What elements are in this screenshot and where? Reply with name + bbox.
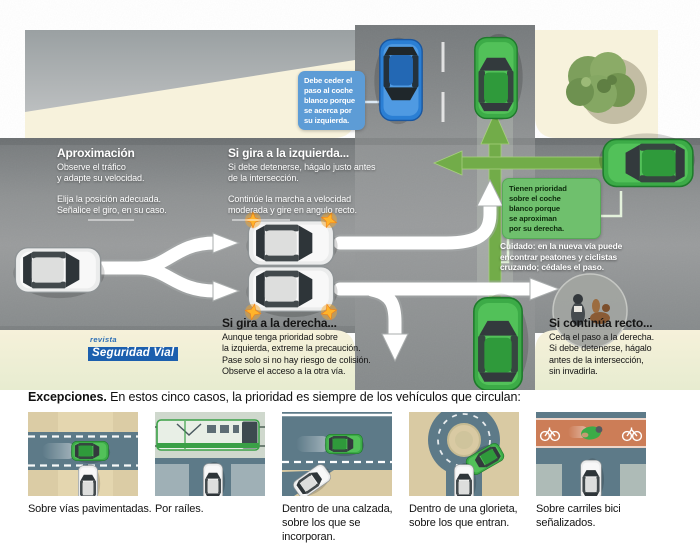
white-car <box>203 461 226 496</box>
rails-thumb <box>155 412 265 496</box>
right-turn-note: Si gira a la derecha... Aunque tenga pri… <box>222 316 374 377</box>
blue-car <box>374 37 423 125</box>
left-turn-title: Si gira a la izquierda... <box>228 146 350 160</box>
priority-arrow-up-head <box>480 111 510 145</box>
left-turn-line2: Continúe la marcha a velocidad moderada … <box>228 193 357 215</box>
pedestrians-crossing <box>552 273 628 349</box>
blue-callout: Debe ceder el paso al coche blanco porqu… <box>298 71 365 131</box>
priority-arrows <box>432 111 605 303</box>
cyclist <box>581 426 603 440</box>
paved-road-thumb <box>28 412 138 496</box>
straight-note: Si continúa recto... Ceda el paso a la d… <box>549 316 679 377</box>
magazine-logo-top: revista <box>90 335 117 344</box>
exceptions-heading-rest: En estos cinco casos, la prioridad es si… <box>106 390 521 404</box>
bike-lane-thumb <box>536 412 646 496</box>
tram <box>156 419 260 451</box>
approach-line1: Observe el tráfico y adapte su velocidad… <box>57 162 145 184</box>
left-turn-line1: Si debe detenerse, hágalo justo antes de… <box>228 162 376 184</box>
approach-title: Aproximación <box>57 146 135 160</box>
exception-caption: Dentro de una calzada, sobre los que se … <box>282 503 393 544</box>
exception-caption: Sobre vías pavimentadas. <box>28 503 152 515</box>
text-dividers <box>88 219 290 221</box>
straight-title: Si continúa recto... <box>549 316 653 330</box>
exception-item-roundabout: Dentro de una glorieta, sobre los que en… <box>409 412 519 544</box>
exception-item-rails: Por raíles. <box>155 412 265 544</box>
priority-arrow-left-head <box>432 150 463 176</box>
exception-caption: Sobre carriles bici señalizados. <box>536 503 621 530</box>
green-car-east <box>599 133 695 187</box>
left-turn-arrow <box>333 195 497 250</box>
right-turn-body: Aunque tenga prioridad sobre la izquierd… <box>222 332 371 376</box>
magazine-logo: revista Seguridad Vial <box>88 335 179 361</box>
caution-note: Cuidado: en la nueva vía puede encontrar… <box>500 241 623 273</box>
roundabout-thumb <box>409 412 519 496</box>
bike-icon <box>539 427 561 442</box>
exception-item-bikelane: Sobre carriles bici señalizados. <box>536 412 646 544</box>
exceptions-heading-bold: Excepciones. <box>28 390 107 404</box>
white-car <box>78 463 101 496</box>
approach-line2: Elija la posición adecuada. Señalice el … <box>57 193 167 215</box>
green-car-north <box>474 33 523 121</box>
green-car <box>70 441 111 464</box>
tree <box>566 52 647 124</box>
white-car-entering <box>454 462 477 496</box>
exception-caption: Por raíles. <box>155 503 204 515</box>
white-car-turning-left <box>246 220 338 272</box>
bike-icon <box>621 427 643 442</box>
approach-note: Aproximación Observe el tráfico y adapte… <box>57 146 217 216</box>
priority-arrow-left <box>457 156 605 170</box>
exceptions-heading: Excepciones. En estos cinco casos, la pr… <box>28 390 688 404</box>
fork-arrow <box>95 236 222 298</box>
exceptions-grid: Sobre vías pavimentadas. <box>28 412 646 544</box>
left-turn-note: Si gira a la izquierda... Si debe detene… <box>228 146 406 216</box>
green-car-south <box>473 293 529 390</box>
right-turn-arrow <box>365 283 402 341</box>
merge-thumb <box>282 412 392 496</box>
green-car <box>324 434 365 457</box>
maneuver-arrows <box>93 178 561 363</box>
white-car <box>580 458 605 496</box>
right-turn-title: Si gira a la derecha... <box>222 316 337 330</box>
exception-item-merge: Dentro de una calzada, sobre los que se … <box>282 412 393 544</box>
exception-caption: Dentro de una glorieta, sobre los que en… <box>409 503 518 530</box>
green-callout: Tienen prioridad sobre el coche blanco p… <box>502 178 601 240</box>
exception-item-paved: Sobre vías pavimentadas. <box>28 412 152 544</box>
turn-signal-flashes <box>243 209 340 323</box>
magazine-logo-main: Seguridad Vial <box>88 346 179 361</box>
straight-body: Ceda el paso a la derecha. Si debe deten… <box>549 332 654 376</box>
white-car-approaching <box>13 247 105 299</box>
